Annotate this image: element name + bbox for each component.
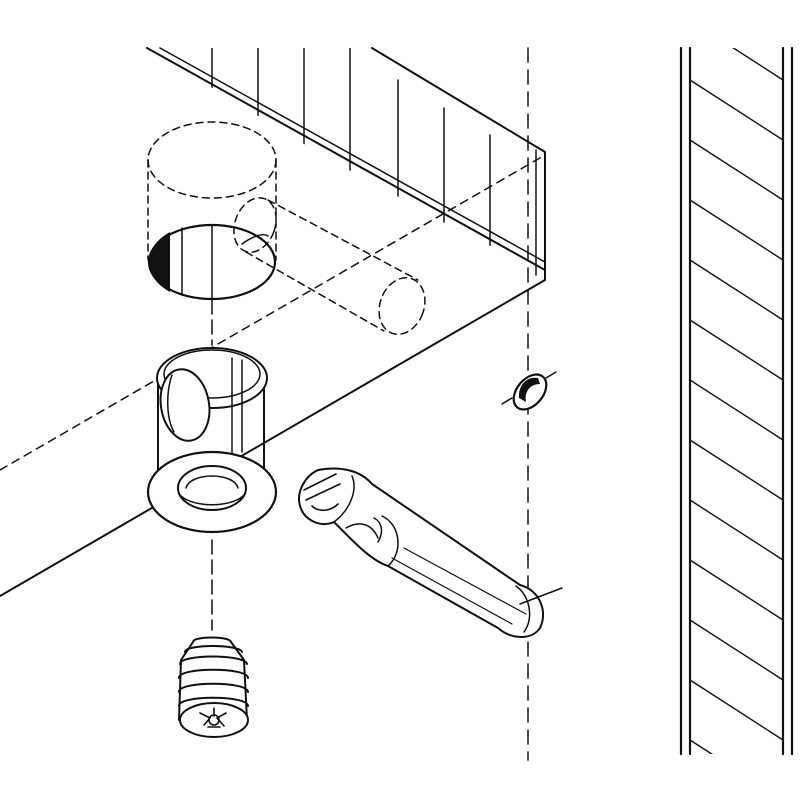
- board-top-edge: [146, 47, 546, 271]
- board-upper-edge: [371, 47, 546, 153]
- panel-board: [0, 47, 546, 597]
- grub-screw: [178, 636, 249, 738]
- board-inner-edge: [159, 47, 546, 263]
- connector-bolt: [298, 467, 545, 638]
- cam-housing: [146, 347, 278, 534]
- side-panel-hatch: [690, 48, 783, 754]
- board-grain: [211, 48, 491, 249]
- cam-housing-drill-hole: [147, 121, 277, 301]
- bolt-hole: [501, 371, 557, 411]
- board-bottom-edge: [0, 279, 546, 597]
- bolt-axis-line: [0, 154, 546, 471]
- bolt-tick: [519, 587, 563, 605]
- side-panel: [679, 46, 794, 756]
- cross-recess-icon: [199, 707, 227, 728]
- slot-head-icon: [303, 473, 341, 512]
- dowel-drill-hole: [233, 197, 426, 336]
